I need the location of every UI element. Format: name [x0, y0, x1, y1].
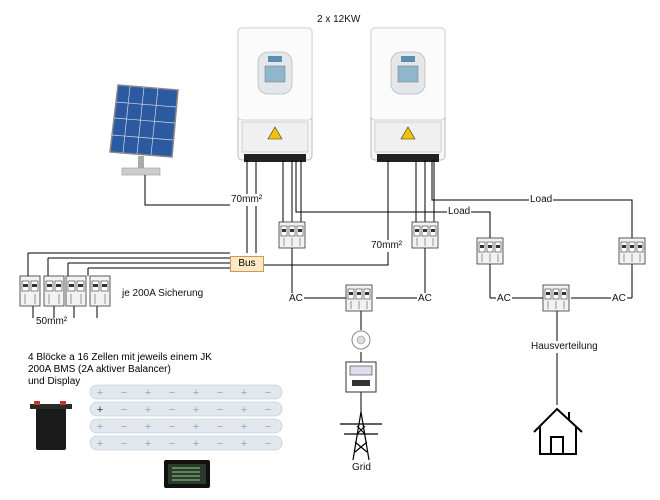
grid-label: Grid: [352, 462, 371, 473]
svg-text:+: +: [97, 438, 103, 450]
battery-fuse-1: [19, 275, 41, 307]
ac-label-2: AC: [417, 293, 433, 305]
fuse-note: je 200A Sicherung: [122, 288, 204, 299]
wire-label-70-top: 70mm²: [230, 194, 264, 206]
breaker-load-1: [476, 237, 504, 265]
grid-tower-icon: [340, 411, 382, 461]
wiring: [27, 160, 633, 412]
load-label-2: Load: [529, 194, 554, 206]
svg-text:−: −: [265, 387, 271, 399]
inverter-1: [237, 27, 313, 163]
battery-fuse-3: [65, 275, 87, 307]
svg-text:+: +: [97, 421, 103, 433]
ac-label-4: AC: [611, 293, 627, 305]
svg-text:−: −: [265, 421, 271, 433]
dc-bus-box: Bus: [230, 256, 264, 272]
breaker-grid: [345, 284, 373, 312]
battery-bank: + − + − + − + − + − + − + − + − + − + − + − + − + − + − + − + −: [89, 384, 283, 451]
breaker-load-2: [618, 237, 646, 265]
svg-text:−: −: [217, 438, 223, 450]
svg-text:−: −: [169, 387, 175, 399]
hausverteilung-label: Hausverteilung: [530, 341, 599, 353]
svg-text:−: −: [121, 404, 127, 416]
bms-icon: [30, 401, 72, 450]
svg-text:+: +: [193, 387, 199, 399]
breaker-inverter-1: [278, 221, 306, 249]
breaker-inverter-2: [411, 221, 439, 249]
battery-description-line-3: und Display: [28, 376, 81, 387]
svg-text:+: +: [241, 404, 247, 416]
svg-text:+: +: [145, 387, 151, 399]
svg-text:−: −: [265, 404, 271, 416]
battery-description: 4 Blöcke a 16 Zellen mit jeweils einem J…: [28, 352, 238, 388]
svg-text:−: −: [121, 387, 127, 399]
svg-text:−: −: [169, 438, 175, 450]
svg-text:−: −: [121, 421, 127, 433]
wire-label-70-mid: 70mm²: [370, 240, 404, 252]
svg-text:−: −: [217, 421, 223, 433]
svg-text:+: +: [241, 421, 247, 433]
svg-text:+: +: [97, 387, 103, 399]
svg-text:+: +: [241, 387, 247, 399]
bms-display-icon: [164, 460, 210, 488]
breaker-house: [542, 284, 570, 312]
svg-text:+: +: [193, 404, 199, 416]
ac-label-1: AC: [288, 293, 304, 305]
ct-clamp-icon: [351, 330, 371, 350]
svg-text:+: +: [97, 404, 103, 416]
svg-text:+: +: [193, 421, 199, 433]
house-icon: [533, 407, 583, 455]
inverter-2: [370, 27, 446, 163]
solar-panel-icon: [109, 84, 179, 176]
battery-fuse-2: [43, 275, 65, 307]
battery-description-line-2: 200A BMS (2A aktiver Balancer): [28, 364, 171, 375]
wire-label-50: 50mm²: [36, 316, 68, 327]
battery-fuse-4: [89, 275, 111, 307]
ac-label-3: AC: [496, 293, 512, 305]
svg-text:−: −: [217, 404, 223, 416]
svg-text:+: +: [193, 438, 199, 450]
battery-description-line-1: 4 Blöcke a 16 Zellen mit jeweils einem J…: [28, 352, 212, 363]
svg-text:−: −: [121, 438, 127, 450]
svg-text:−: −: [169, 404, 175, 416]
svg-text:−: −: [217, 387, 223, 399]
load-label-1: Load: [447, 206, 472, 218]
svg-text:+: +: [145, 438, 151, 450]
diagram-title: 2 x 12KW: [317, 14, 361, 25]
svg-text:−: −: [265, 438, 271, 450]
svg-text:+: +: [145, 404, 151, 416]
svg-text:+: +: [145, 421, 151, 433]
svg-text:+: +: [241, 438, 247, 450]
svg-text:−: −: [169, 421, 175, 433]
energy-meter-icon: [345, 361, 377, 393]
